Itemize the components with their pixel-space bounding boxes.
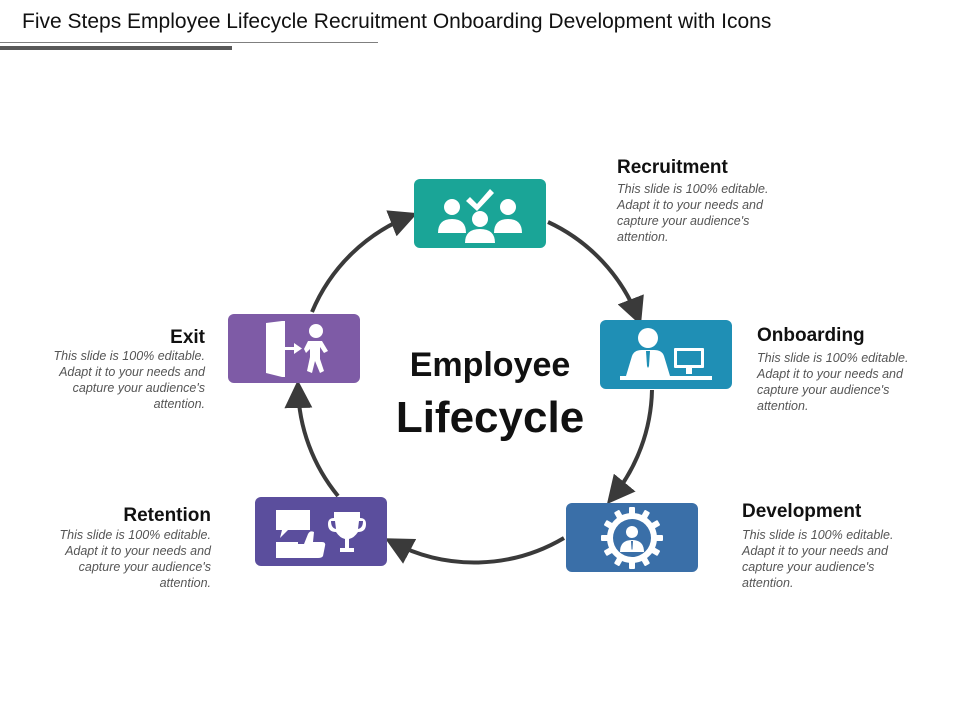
step-desc-exit: This slide is 100% editable. Adapt it to… (30, 348, 205, 412)
exit-box (228, 314, 360, 383)
desc-line: Adapt it to your needs and (65, 544, 211, 558)
desc-line: capture your audience's (757, 383, 890, 397)
desc-line: attention. (757, 399, 809, 413)
desc-line: attention. (153, 397, 205, 411)
desc-line: Adapt it to your needs and (757, 367, 903, 381)
arrow-onboarding-to-development (606, 389, 654, 505)
step-title-retention: Retention (123, 505, 211, 526)
arrow-recruitment-to-onboarding (547, 220, 644, 326)
desc-line: This slide is 100% editable. (617, 182, 769, 196)
desc-line: attention. (617, 230, 669, 244)
desc-line: Adapt it to your needs and (59, 365, 205, 379)
arrow-exit-to-recruitment (310, 210, 418, 313)
retention-box (255, 497, 387, 566)
desc-line: This slide is 100% editable. (59, 528, 211, 542)
desc-line: Adapt it to your needs and (742, 544, 888, 558)
desc-line: capture your audience's (617, 214, 750, 228)
step-desc-recruitment: This slide is 100% editable. Adapt it to… (617, 181, 792, 245)
arrow-retention-to-exit (284, 380, 340, 498)
page-title: Five Steps Employee Lifecycle Recruitmen… (22, 10, 772, 33)
desc-line: This slide is 100% editable. (757, 351, 909, 365)
desc-line: capture your audience's (78, 560, 211, 574)
development-box (566, 503, 698, 572)
step-title-development: Development (742, 501, 862, 522)
step-title-recruitment: Recruitment (617, 157, 728, 178)
desc-line: Adapt it to your needs and (617, 198, 763, 212)
center-label: Employee Lifecycle (380, 348, 600, 440)
step-desc-retention: This slide is 100% editable. Adapt it to… (36, 527, 211, 591)
desc-line: This slide is 100% editable. (53, 349, 205, 363)
desc-line: attention. (159, 576, 211, 590)
onboarding-box (600, 320, 732, 389)
step-desc-development: This slide is 100% editable. Adapt it to… (742, 527, 917, 591)
desc-line: capture your audience's (742, 560, 875, 574)
title-rule-thick (0, 46, 232, 50)
step-desc-onboarding: This slide is 100% editable. Adapt it to… (757, 350, 932, 414)
door-exit-icon (266, 320, 328, 377)
arrow-development-to-retention (384, 536, 566, 565)
center-label-line1: Employee (409, 346, 571, 384)
step-title-exit: Exit (170, 327, 205, 348)
chat-thumbs-up-trophy-icon (276, 509, 366, 558)
desc-line: This slide is 100% editable. (742, 528, 894, 542)
person-at-desk-icon (620, 327, 712, 380)
desc-line: capture your audience's (72, 381, 205, 395)
person-in-gear-icon (601, 506, 663, 569)
title-rule-thin (0, 42, 378, 43)
desc-line: attention. (742, 576, 794, 590)
center-label-line2: Lifecycle (395, 393, 585, 442)
team-check-icon (438, 188, 522, 243)
recruitment-box (414, 179, 546, 248)
step-title-onboarding: Onboarding (757, 325, 865, 346)
